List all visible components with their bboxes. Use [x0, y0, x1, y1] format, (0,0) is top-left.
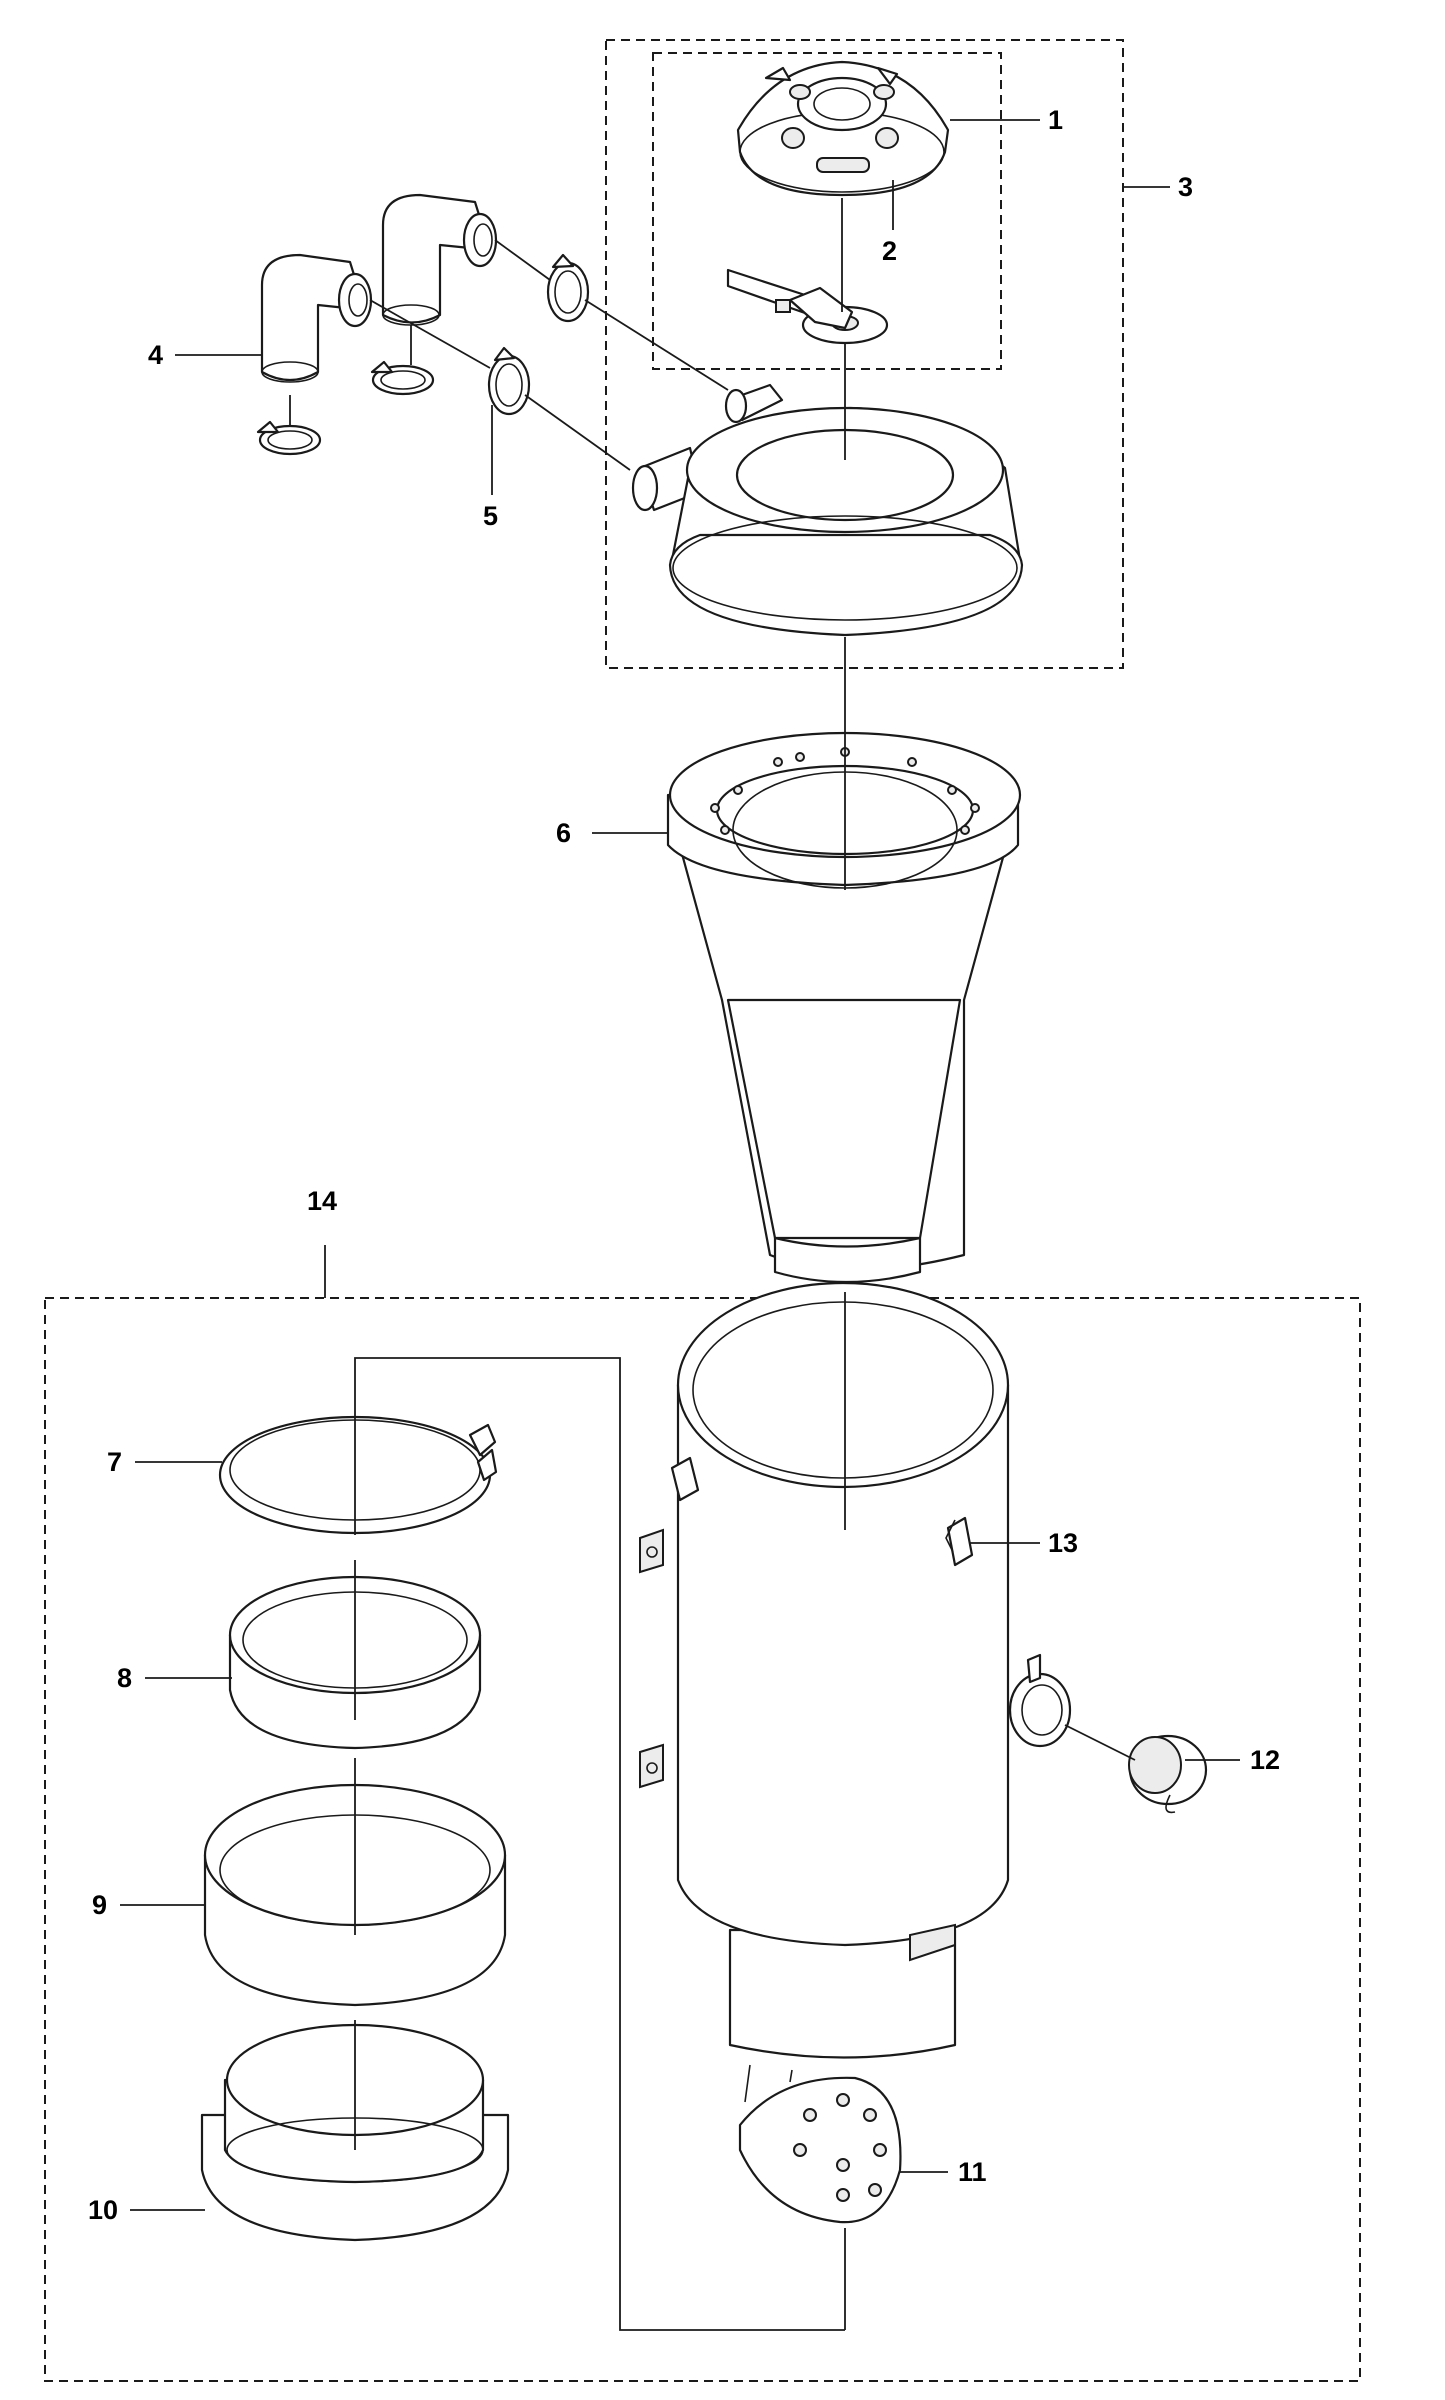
callout-8: 8 — [117, 1663, 132, 1693]
part-3-lid-housing — [631, 383, 1024, 637]
part-13-latches — [670, 1456, 974, 1567]
assembly-lines — [289, 198, 1136, 2331]
part-6-cyclone-cone — [666, 731, 1022, 1284]
callout-3: 3 — [1178, 172, 1193, 202]
callout-11: 11 — [958, 2157, 987, 2187]
part-2-valve — [726, 268, 889, 345]
callout-1: 1 — [1048, 105, 1063, 135]
callout-2: 2 — [882, 236, 897, 266]
callout-10: 10 — [88, 2195, 118, 2225]
part-12-outlet-cap — [1008, 1653, 1208, 1814]
callout-13: 13 — [1048, 1528, 1078, 1558]
part-drum-body — [639, 1281, 1010, 2059]
callout-6: 6 — [556, 818, 571, 848]
callout-5: 5 — [483, 501, 498, 531]
callout-9: 9 — [92, 1890, 107, 1920]
callout-4: 4 — [148, 340, 163, 370]
group-box-1 — [652, 52, 1002, 370]
part-4-elbow-pipes — [260, 193, 498, 383]
part-7-clamp-ring — [218, 1415, 498, 1535]
part-5-hose-clamps — [256, 253, 590, 456]
part-11-bottom-plate — [738, 2064, 902, 2224]
part-10-collection-sleeve — [200, 2023, 510, 2242]
callout-12: 12 — [1250, 1745, 1280, 1775]
part-1-cap — [736, 60, 950, 197]
group-box-3 — [605, 39, 1124, 669]
callout-14: 14 — [307, 1186, 337, 1216]
callout-leaders — [120, 119, 1240, 2211]
callout-7: 7 — [107, 1447, 122, 1477]
